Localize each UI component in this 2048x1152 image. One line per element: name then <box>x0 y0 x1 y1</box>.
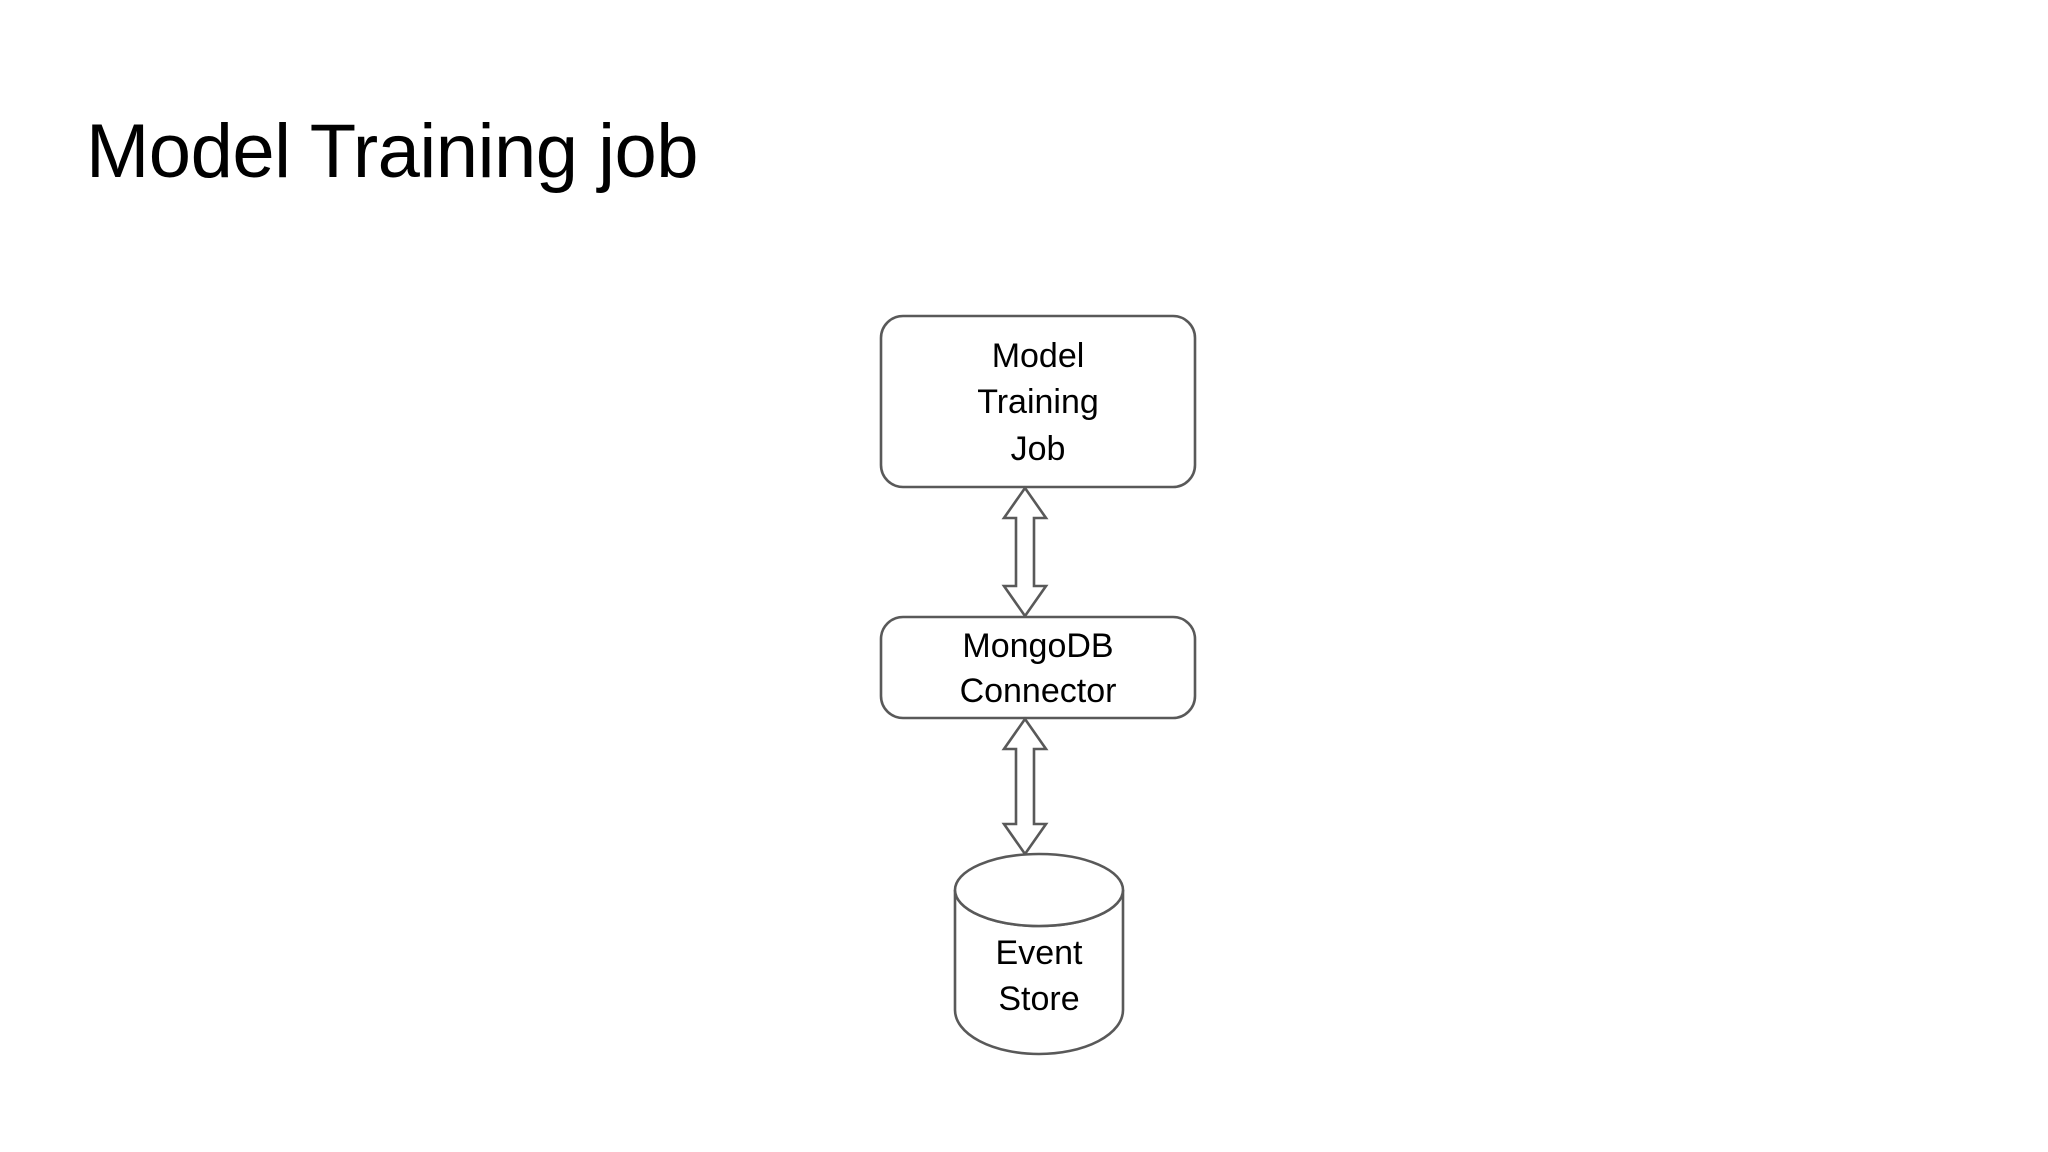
page-title: Model Training job <box>86 109 699 194</box>
event-store-cylinder-top <box>953 852 1125 928</box>
node-model-training-job[interactable]: Model Training Job <box>879 314 1197 489</box>
mongodb-connector-box[interactable] <box>879 615 1197 720</box>
double-headed-arrow-icon[interactable] <box>1001 485 1049 619</box>
node-mongodb-connector[interactable]: MongoDB Connector <box>879 615 1197 720</box>
event-store-label-line1: Event <box>996 934 1083 972</box>
model-training-job-label-line2: Training <box>977 383 1099 421</box>
node-event-store[interactable]: Event Store <box>953 852 1125 1056</box>
model-training-job-label-line3: Job <box>1011 430 1066 468</box>
connector-connector-to-store[interactable] <box>1001 716 1049 857</box>
connector-job-to-connector[interactable] <box>1001 485 1049 619</box>
model-training-job-box[interactable] <box>879 314 1197 489</box>
double-headed-arrow-icon[interactable] <box>1001 716 1049 857</box>
mongodb-connector-label-line1: MongoDB <box>962 627 1113 665</box>
event-store-label-line2: Store <box>998 980 1079 1018</box>
mongodb-connector-label-line2: Connector <box>960 672 1117 710</box>
model-training-job-label-line1: Model <box>992 337 1085 375</box>
